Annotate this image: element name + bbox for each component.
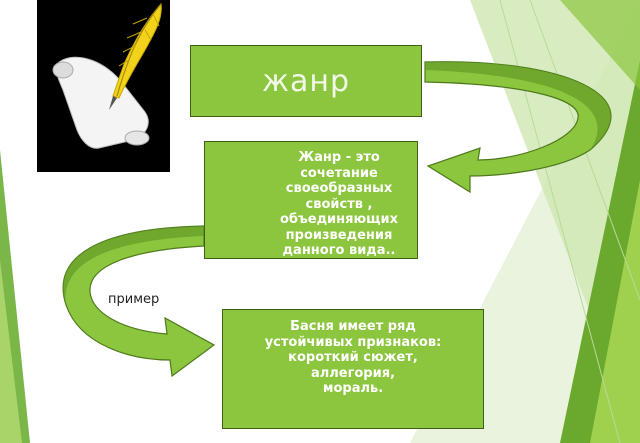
definition-text: Жанр - это сочетание своеобразных свойст… (279, 150, 399, 258)
curved-arrow-right-shade (425, 61, 611, 150)
example-label: пример (108, 292, 160, 307)
genre-box: жанр (190, 45, 422, 117)
decor-left-triangle-light (0, 260, 22, 443)
example-text: Басня имеет ряд устойчивых признаков: ко… (264, 319, 442, 396)
decor-triangle-top (560, 0, 640, 90)
quill-and-scroll-icon (37, 0, 170, 172)
genre-title: жанр (261, 63, 351, 99)
definition-box: Жанр - это сочетание своеобразных свойст… (204, 141, 418, 259)
curved-arrow-left-shade (63, 226, 204, 305)
example-box: Басня имеет ряд устойчивых признаков: ко… (222, 309, 484, 429)
